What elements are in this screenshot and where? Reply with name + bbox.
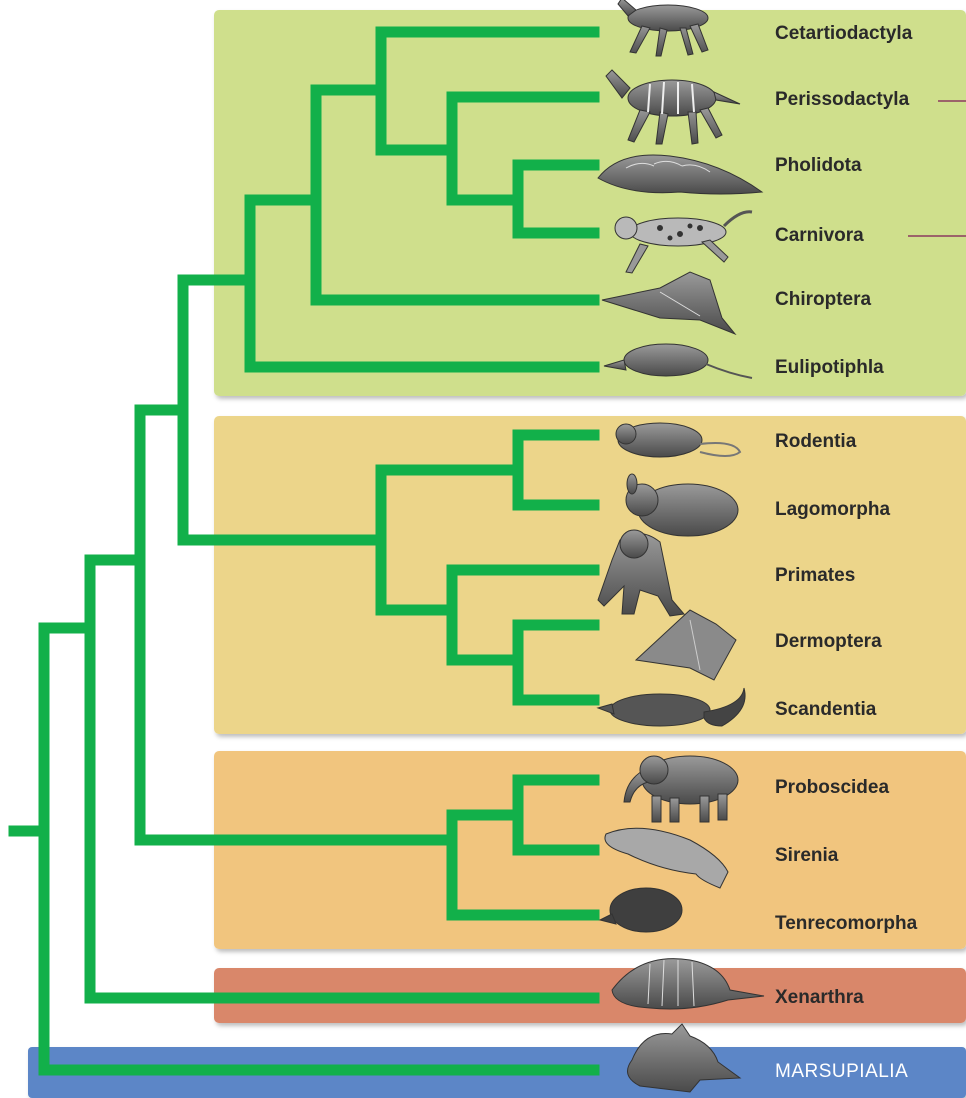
taxon-label-xenarthra: Xenarthra bbox=[775, 986, 864, 1010]
taxon-label-eulipotiphla: Eulipotiphla bbox=[775, 356, 884, 380]
taxon-label-cetartiodactyla: Cetartiodactyla bbox=[775, 22, 912, 46]
taxon-label-proboscidea: Proboscidea bbox=[775, 776, 889, 800]
taxon-label-pholidota: Pholidota bbox=[775, 154, 862, 178]
taxon-label-perissodactyla: Perissodactyla bbox=[775, 88, 909, 112]
group-panel-laurasiatheria bbox=[214, 10, 966, 396]
taxon-label-marsupialia: MARSUPIALIA bbox=[775, 1060, 908, 1084]
taxon-label-carnivora: Carnivora bbox=[775, 224, 864, 248]
taxon-label-lagomorpha: Lagomorpha bbox=[775, 498, 890, 522]
taxon-label-tenrecomorpha: Tenrecomorpha bbox=[775, 912, 917, 936]
taxon-label-scandentia: Scandentia bbox=[775, 698, 876, 722]
taxon-label-rodentia: Rodentia bbox=[775, 430, 856, 454]
taxon-label-dermoptera: Dermoptera bbox=[775, 630, 882, 654]
taxon-label-primates: Primates bbox=[775, 564, 855, 588]
taxon-label-chiroptera: Chiroptera bbox=[775, 288, 871, 312]
taxon-label-sirenia: Sirenia bbox=[775, 844, 838, 868]
